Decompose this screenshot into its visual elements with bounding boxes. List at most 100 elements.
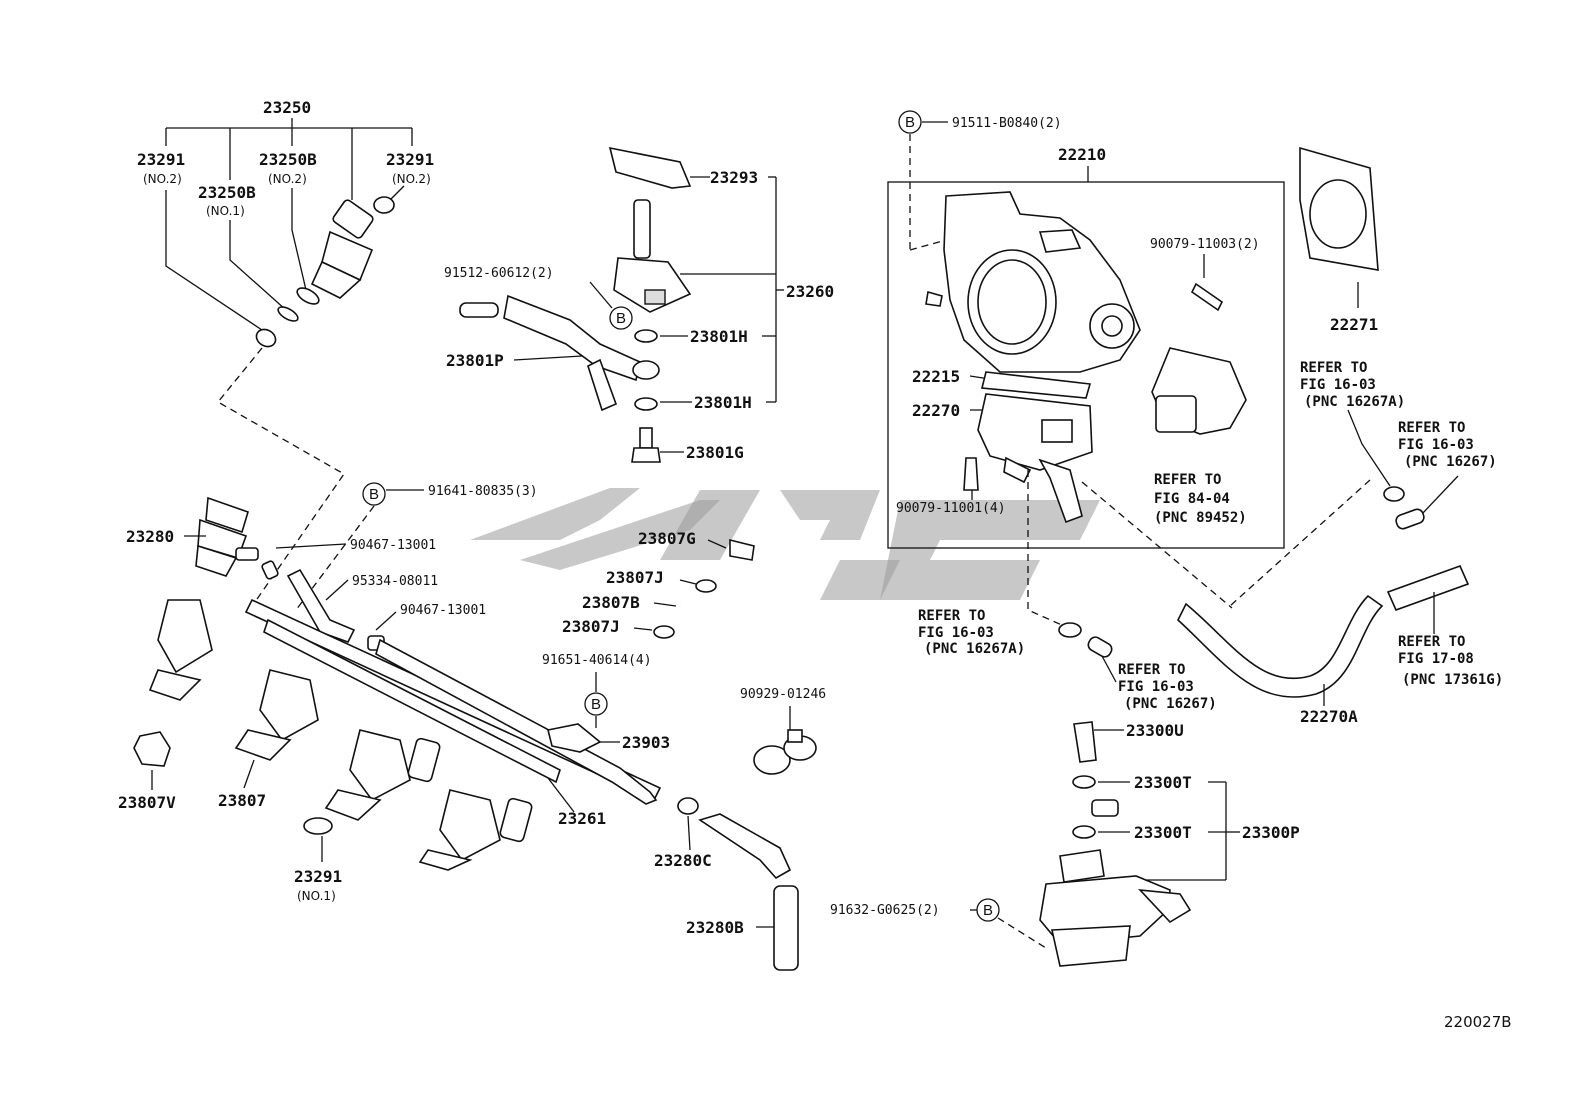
label-22215: 22215 <box>912 367 960 386</box>
svg-text:REFER TO: REFER TO <box>1118 662 1185 678</box>
label-90929: 90929-01246 <box>740 687 826 702</box>
svg-text:(PNC 16267): (PNC 16267) <box>1404 454 1497 470</box>
refer-note-16267a-mid: REFER TO FIG 16-03 (PNC 16267A) <box>918 608 1025 657</box>
label-23291-no2-left: 23291 <box>137 150 185 169</box>
washer-23801h-bottom <box>634 397 658 411</box>
label-23291-no1: 23291 <box>294 867 342 886</box>
injector-23807-part <box>148 599 533 871</box>
clip-16267a-part <box>1383 486 1405 502</box>
svg-text:FIG 16-03: FIG 16-03 <box>918 625 994 641</box>
throttle-body-part <box>925 191 1141 373</box>
label-23250: 23250 <box>263 98 311 117</box>
label-91511: 91511-B0840(2) <box>952 116 1062 131</box>
clamp-90929-part <box>753 729 817 775</box>
label-23291-no2-right: 23291 <box>386 150 434 169</box>
gasket-22271-group: 22271 <box>1299 146 1379 334</box>
svg-text:FIG 16-03: FIG 16-03 <box>1398 437 1474 453</box>
hose-group-22270a: REFER TO FIG 16-03 (PNC 16267A) REFER TO… <box>918 360 1503 726</box>
label-23291-no2-left-sub: (NO.2) <box>143 172 182 186</box>
label-23261: 23261 <box>558 809 606 828</box>
label-23807b: 23807B <box>582 593 640 612</box>
label-23260: 23260 <box>786 282 834 301</box>
bolt-marker-b: B <box>616 310 626 327</box>
label-23807j-top: 23807J <box>606 568 664 587</box>
hose-23280b-part <box>773 885 799 971</box>
label-23300t-bottom: 23300T <box>1134 823 1192 842</box>
washer-23801h-top <box>634 329 658 343</box>
fuel-injector-part <box>255 196 395 348</box>
hose-16267-mid-part <box>1087 636 1113 658</box>
label-23280c: 23280C <box>654 851 712 870</box>
gasket-22215-part <box>980 371 1092 399</box>
label-22270: 22270 <box>912 401 960 420</box>
label-23250b-no1: 23250B <box>198 183 256 202</box>
label-23300p: 23300P <box>1242 823 1300 842</box>
svg-text:FIG 16-03: FIG 16-03 <box>1300 377 1376 393</box>
fuel-pipe-group: 23807G 23807J 23807B 23807J 91651-40614(… <box>542 529 1119 971</box>
label-23291-no1-sub: (NO.1) <box>297 889 336 903</box>
group-23300p: 23300U 23300T 23300T 23300P 91632-G0625(… <box>830 721 1300 967</box>
svg-text:(PNC 16267A): (PNC 16267A) <box>1304 394 1405 410</box>
watermark-logo <box>470 488 1100 600</box>
label-91512: 91512-60612(2) <box>444 266 554 281</box>
hose-23280c-part <box>698 813 792 880</box>
bolt-23807g-part <box>729 538 755 561</box>
label-23801h-bottom: 23801H <box>694 393 752 412</box>
svg-text:(PNC 16267A): (PNC 16267A) <box>924 641 1025 657</box>
label-23801p: 23801P <box>446 351 504 370</box>
label-23807j-bottom: 23807J <box>562 617 620 636</box>
svg-text:REFER TO: REFER TO <box>1154 472 1221 488</box>
bolt-23801g-part <box>631 427 661 463</box>
label-23807: 23807 <box>218 791 266 810</box>
gasket-23293-part <box>608 146 692 189</box>
svg-text:REFER TO: REFER TO <box>1300 360 1367 376</box>
bolt-marker-b: B <box>591 696 601 713</box>
refer-note-16267-top: REFER TO FIG 16-03 (PNC 16267) <box>1398 420 1497 470</box>
label-91651: 91651-40614(4) <box>542 653 652 668</box>
hose-16267-part <box>1395 508 1425 530</box>
svg-text:REFER TO: REFER TO <box>1398 634 1465 650</box>
bolt-23300u-part <box>1073 721 1097 763</box>
air-valve-22270-part <box>977 393 1093 524</box>
refer-note-17361g: REFER TO FIG 17-08 (PNC 17361G) <box>1398 634 1503 688</box>
pressure-regulator-part <box>613 199 692 313</box>
label-23300u: 23300U <box>1126 721 1184 740</box>
svg-text:FIG 17-08: FIG 17-08 <box>1398 651 1474 667</box>
label-23801g: 23801G <box>686 443 744 462</box>
svg-text:(PNC 89452): (PNC 89452) <box>1154 510 1247 526</box>
label-23280b: 23280B <box>686 918 744 937</box>
bolt-marker-b: B <box>905 114 915 131</box>
pulsation-damper-23280-part <box>195 496 259 577</box>
gasket-23300t-bottom-part <box>1072 825 1096 839</box>
refer-note-89452: REFER TO FIG 84-04 (PNC 89452) <box>1154 472 1247 526</box>
svg-text:FIG 84-04: FIG 84-04 <box>1154 491 1230 507</box>
fuel-damper-23300p-part <box>1039 849 1192 967</box>
svg-text:(PNC 17361G): (PNC 17361G) <box>1402 672 1503 688</box>
delivery-pipe-group: B 91641-80835(3) 23280 90467-13001 95334… <box>118 482 662 903</box>
label-23291-no2-right-sub: (NO.2) <box>392 172 431 186</box>
clip-23280c-part <box>677 797 699 815</box>
label-23807g: 23807G <box>638 529 696 548</box>
svg-text:REFER TO: REFER TO <box>918 608 985 624</box>
label-91632: 91632-G0625(2) <box>830 903 940 918</box>
label-23250b-no2: 23250B <box>259 150 317 169</box>
vacuum-hose-23801p-part <box>459 294 660 412</box>
throttle-body-frame <box>887 181 1285 549</box>
svg-text:(PNC 16267): (PNC 16267) <box>1124 696 1217 712</box>
grommet-23291-no1-part <box>303 817 333 835</box>
label-90467-b: 90467-13001 <box>400 603 486 618</box>
clip-90467-part <box>261 560 279 580</box>
label-23807v: 23807V <box>118 793 176 812</box>
label-23903: 23903 <box>622 733 670 752</box>
bolt-90079-b-part <box>963 457 979 491</box>
label-22271: 22271 <box>1330 315 1378 334</box>
label-95334: 95334-08011 <box>352 574 438 589</box>
label-22210: 22210 <box>1058 145 1106 164</box>
bolt-90079-a-part <box>1190 282 1224 312</box>
refer-note-16267-mid: REFER TO FIG 16-03 (PNC 16267) <box>1118 662 1217 712</box>
label-90467-a: 90467-13001 <box>350 538 436 553</box>
cap-23807v-part <box>133 731 171 767</box>
label-23280: 23280 <box>126 527 174 546</box>
label-23300t-top: 23300T <box>1134 773 1192 792</box>
